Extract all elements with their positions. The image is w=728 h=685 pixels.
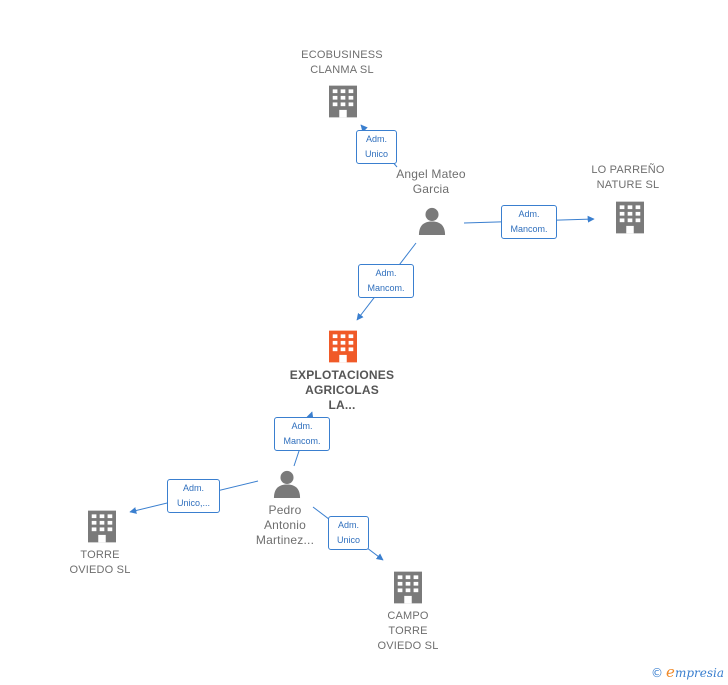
edge-label-pedro-explotaciones[interactable]: Adm. Mancom.	[274, 417, 330, 451]
building-icon[interactable]	[329, 85, 357, 118]
node-label-ecobusiness[interactable]: ECOBUSINESS CLANMA SL	[301, 49, 383, 76]
node-label-torre-oviedo[interactable]: TORRE OVIEDO SL	[69, 549, 131, 576]
edge-label-angel-lo-parreno[interactable]: Adm. Mancom.	[501, 205, 557, 239]
brand-initial: e	[666, 663, 675, 681]
node-label-pedro[interactable]: Pedro Antonio Martinez...	[255, 503, 315, 547]
edge-label-angel-ecobusiness[interactable]: Adm. Unico	[356, 130, 397, 164]
edge-label-pedro-torre[interactable]: Adm. Unico,...	[167, 479, 220, 513]
building-icon[interactable]	[329, 330, 357, 363]
node-label-angel[interactable]: Angel Mateo Garcia	[396, 167, 466, 196]
brand-name: mpresia	[674, 666, 724, 680]
building-icon[interactable]	[88, 510, 116, 543]
person-icon[interactable]	[273, 470, 301, 498]
empresia-logo[interactable]: ©empresia	[651, 663, 724, 681]
edge-label-pedro-campo[interactable]: Adm. Unico	[328, 516, 369, 550]
node-label-explotaciones[interactable]: EXPLOTACIONES AGRICOLAS LA...	[289, 368, 395, 412]
person-icon[interactable]	[418, 207, 446, 235]
node-label-lo-parreno[interactable]: LO PARREÑO NATURE SL	[591, 164, 665, 191]
edge-label-angel-explotaciones[interactable]: Adm. Mancom.	[358, 264, 414, 298]
node-label-campo-torre[interactable]: CAMPO TORRE OVIEDO SL	[377, 610, 439, 652]
building-icon[interactable]	[616, 201, 644, 234]
copyright-symbol: ©	[651, 666, 664, 680]
building-icon[interactable]	[394, 571, 422, 604]
